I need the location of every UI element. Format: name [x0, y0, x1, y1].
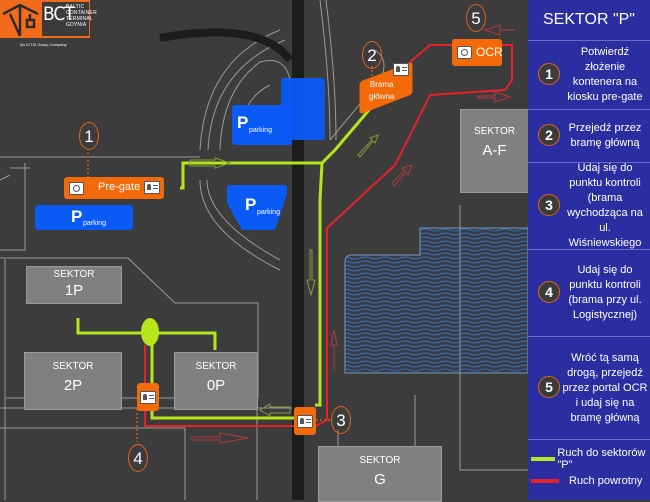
route-junction [141, 318, 159, 346]
id-card-icon [144, 181, 160, 194]
route-to-p-branch [315, 162, 324, 407]
legend-item-to-p: Ruch do sektorów "P" [531, 447, 650, 471]
step-number: 5 [538, 376, 560, 398]
main-gate-label: Brama główna [369, 80, 395, 101]
id-card-icon [297, 415, 313, 428]
pregate-label: Pre-gate [98, 181, 141, 193]
step-text: Przejedź przez bramę główną [568, 122, 642, 149]
legend: Ruch do sektorów "P" Ruch powrotny [528, 440, 650, 490]
checkpoint-3[interactable] [294, 407, 316, 435]
instructions-panel: SEKTOR "P" 1 Potwierdź złożenie kontener… [528, 0, 650, 500]
parking-pregate[interactable]: P parking [35, 205, 133, 230]
step-4: 4 Udaj się do punktu kontroli (brama prz… [528, 250, 650, 337]
step-3: 3 Udaj się do punktu kontroli (brama wyc… [528, 162, 650, 250]
sector-1p[interactable]: SEKTOR 1P [26, 266, 122, 304]
checkpoint-4[interactable] [137, 383, 159, 411]
sector-a-f[interactable]: SEKTOR A-F [460, 109, 529, 193]
camera-icon [69, 182, 84, 195]
direction-arrows [189, 24, 515, 444]
legend-swatch-red [531, 479, 559, 483]
parking-north-east[interactable] [281, 78, 325, 140]
step-number: 3 [538, 194, 560, 216]
id-card-icon [393, 63, 409, 76]
marker-5: 5 [466, 4, 486, 32]
logo-initials: BCT [43, 3, 75, 25]
id-card-icon [140, 391, 156, 404]
step-2: 2 Przejedź przez bramę główną [528, 110, 650, 163]
crane-icon [2, 3, 39, 37]
route-to-p-south [150, 345, 305, 420]
marker-3: 3 [331, 406, 351, 434]
map-canvas [0, 0, 528, 500]
water-basin [344, 227, 528, 374]
step-number: 1 [538, 63, 560, 85]
step-number: 4 [538, 281, 560, 303]
sector-2p[interactable]: SEKTOR 2P [24, 352, 122, 410]
step-text: Potwierdź złożenie kontenera na kiosku p… [567, 46, 643, 103]
ocr-portal[interactable]: OCR [452, 39, 503, 66]
pregate-kiosk[interactable]: Pre-gate [64, 177, 164, 199]
step-1: 1 Potwierdź złożenie kontenera na kiosku… [528, 41, 650, 110]
logo-subtitle: An ICTSI Group Company [20, 42, 67, 47]
route-return [144, 44, 513, 427]
marker-2: 2 [362, 41, 382, 69]
ocr-label: OCR [476, 45, 503, 59]
step-text: Udaj się do punktu kontroli (brama przy … [568, 264, 642, 321]
camera-icon [457, 46, 472, 59]
terminal-map: BCT BALTIC CONTAINER TERMINAL GDYNIA An … [0, 0, 529, 502]
step-number: 2 [538, 124, 560, 146]
sector-g[interactable]: SEKTOR G [318, 446, 442, 502]
marker-4: 4 [128, 444, 148, 472]
logo-name: BALTIC CONTAINER TERMINAL GDYNIA [66, 4, 97, 28]
legend-swatch-green [531, 457, 556, 461]
step-text: Udaj się do punktu kontroli (brama wycho… [567, 162, 643, 249]
step-text: Wróć tą samą drogą, przejedź przez porta… [562, 351, 648, 424]
marker-1: 1 [79, 122, 99, 150]
ramp-road [159, 28, 294, 63]
step-5: 5 Wróć tą samą drogą, przejedź przez por… [528, 337, 650, 440]
legend-item-return: Ruch powrotny [531, 474, 642, 488]
panel-title: SEKTOR "P" [528, 0, 650, 41]
bct-logo: BCT BALTIC CONTAINER TERMINAL GDYNIA [0, 0, 97, 38]
sector-0p[interactable]: SEKTOR 0P [174, 352, 258, 410]
